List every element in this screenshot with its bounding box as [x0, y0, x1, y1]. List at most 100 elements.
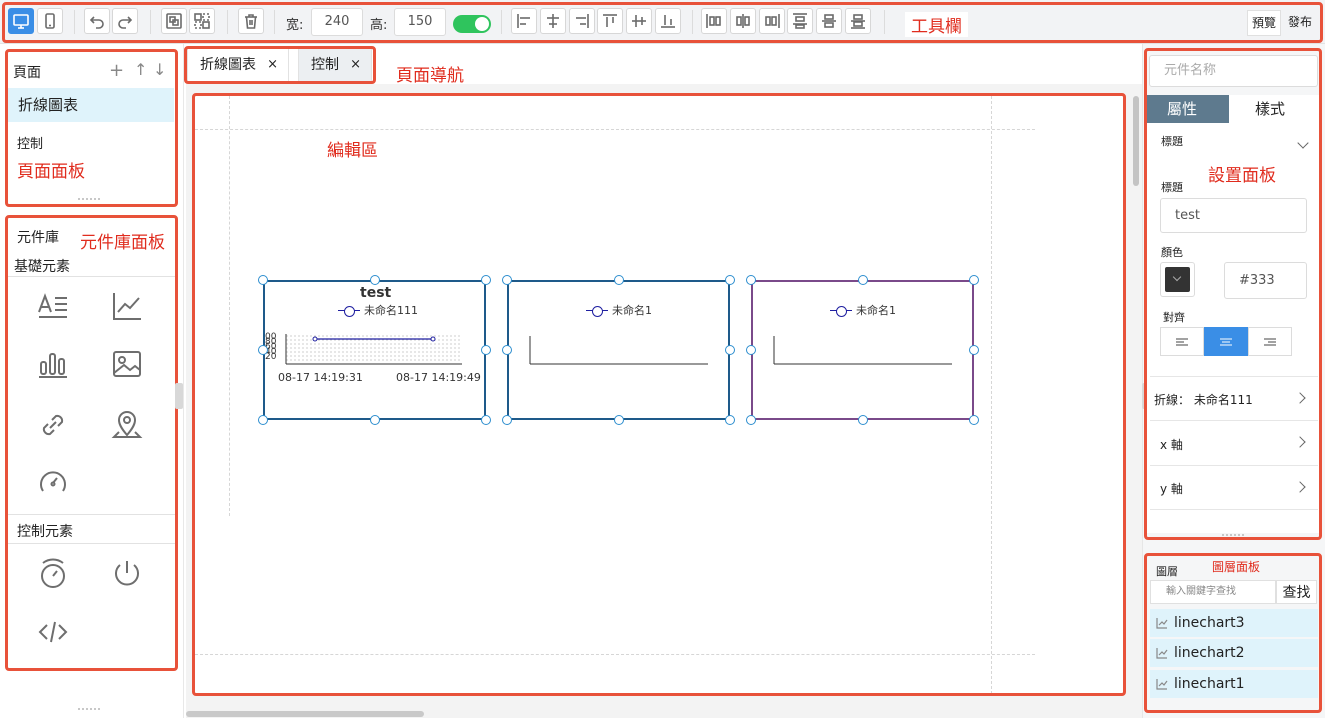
code-icon[interactable]: [35, 614, 71, 650]
distribute-middle-button[interactable]: [816, 8, 842, 34]
layer-label: linechart3: [1174, 615, 1245, 631]
tab-style[interactable]: 樣式: [1229, 95, 1319, 123]
redo-button[interactable]: [112, 8, 138, 34]
resize-grip[interactable]: [1222, 534, 1244, 538]
width-input[interactable]: 240: [311, 8, 363, 36]
resize-handle[interactable]: [481, 275, 491, 285]
resize-handle[interactable]: [502, 275, 512, 285]
distribute-right-button[interactable]: [759, 8, 785, 34]
layer-item[interactable]: linechart2: [1150, 639, 1318, 667]
align-top-button[interactable]: [597, 8, 623, 34]
close-icon[interactable]: ×: [350, 57, 361, 72]
align-middle-button[interactable]: [626, 8, 652, 34]
resize-handle[interactable]: [969, 275, 979, 285]
resize-grip[interactable]: [78, 198, 100, 202]
resize-handle[interactable]: [502, 415, 512, 425]
tab-properties[interactable]: 屬性: [1145, 95, 1229, 123]
horizontal-scrollbar[interactable]: [186, 711, 424, 717]
resize-handle[interactable]: [481, 345, 491, 355]
ungroup-button[interactable]: [189, 8, 215, 34]
map-pin-icon[interactable]: [109, 407, 145, 443]
preview-button[interactable]: 預覽: [1247, 10, 1282, 36]
align-right-button[interactable]: [569, 8, 595, 34]
resize-handle[interactable]: [258, 345, 268, 355]
gauge-icon[interactable]: [35, 465, 71, 501]
mobile-view-button[interactable]: [37, 8, 63, 34]
resize-handle[interactable]: [613, 275, 624, 285]
distribute-right-icon: [765, 14, 780, 28]
component-name-input[interactable]: 元件名称: [1149, 55, 1318, 87]
resize-handle[interactable]: [746, 415, 756, 425]
tab-line-chart[interactable]: 折線圖表 ×: [187, 48, 289, 82]
text-align-center-button[interactable]: [1204, 327, 1248, 356]
resize-handle[interactable]: [969, 415, 979, 425]
divider: [8, 514, 175, 515]
align-center-h-button[interactable]: [540, 8, 566, 34]
resize-grip[interactable]: [78, 708, 100, 712]
resize-handle[interactable]: [481, 415, 491, 425]
y-axis-row[interactable]: y 軸: [1160, 482, 1183, 496]
layer-search-input[interactable]: 輸入關鍵字查找: [1150, 580, 1276, 604]
height-input[interactable]: 150: [394, 8, 446, 36]
image-icon[interactable]: [109, 346, 145, 382]
move-up-icon[interactable]: ↑: [134, 60, 148, 79]
distribute-left-button[interactable]: [701, 8, 727, 34]
delete-button[interactable]: [238, 8, 264, 34]
publish-button[interactable]: 發布: [1288, 15, 1313, 29]
layer-item[interactable]: linechart3: [1150, 609, 1318, 637]
page-item[interactable]: 折線圖表: [8, 88, 174, 122]
text-align-left-button[interactable]: [1160, 327, 1204, 356]
desktop-view-button[interactable]: [8, 8, 34, 34]
y-tick-label: 40: [265, 347, 277, 357]
resize-handle[interactable]: [746, 275, 756, 285]
resize-handle[interactable]: [746, 345, 756, 355]
resize-handle[interactable]: [857, 415, 868, 425]
left-collapse-handle[interactable]: [175, 383, 183, 409]
color-swatch[interactable]: [1160, 262, 1195, 297]
resize-handle[interactable]: [725, 345, 735, 355]
distribute-top-button[interactable]: [787, 8, 813, 34]
resize-handle[interactable]: [369, 415, 380, 425]
align-left-button[interactable]: [511, 8, 537, 34]
link-icon[interactable]: [35, 407, 71, 443]
align-label: 對齊: [1163, 311, 1185, 324]
tab-control[interactable]: 控制 ×: [298, 48, 372, 82]
data-point: [430, 336, 436, 342]
resize-handle[interactable]: [725, 275, 735, 285]
resize-handle[interactable]: [969, 345, 979, 355]
distribute-center-button[interactable]: [730, 8, 756, 34]
vertical-scrollbar[interactable]: [1133, 96, 1139, 186]
color-hex-input[interactable]: #333: [1224, 262, 1307, 299]
resize-handle[interactable]: [857, 275, 868, 285]
align-bottom-button[interactable]: [655, 8, 681, 34]
resize-handle[interactable]: [258, 415, 268, 425]
line-series-row[interactable]: 折線： 未命名111: [1154, 393, 1253, 407]
nav-annotation: 頁面導航: [396, 66, 464, 86]
distribute-bottom-button[interactable]: [845, 8, 871, 34]
resize-handle[interactable]: [369, 275, 380, 285]
undo-button[interactable]: [84, 8, 110, 34]
resize-handle[interactable]: [502, 345, 512, 355]
line-chart-icon[interactable]: [109, 288, 145, 324]
group-button[interactable]: [161, 8, 187, 34]
y-tick-label: 60: [265, 342, 277, 352]
page-item[interactable]: 控制: [17, 137, 44, 152]
bar-chart-icon[interactable]: [35, 346, 71, 382]
add-page-icon[interactable]: +: [109, 60, 125, 81]
redo-icon: [118, 16, 133, 29]
power-icon[interactable]: [109, 556, 145, 592]
title-input[interactable]: test: [1160, 198, 1307, 233]
toolbar-divider: [227, 10, 228, 34]
resize-handle[interactable]: [258, 275, 268, 285]
close-icon[interactable]: ×: [267, 57, 278, 72]
layer-item[interactable]: linechart1: [1150, 670, 1318, 698]
resize-handle[interactable]: [613, 415, 624, 425]
move-down-icon[interactable]: ↓: [153, 60, 167, 79]
text-icon[interactable]: [35, 288, 71, 324]
text-align-right-button[interactable]: [1248, 327, 1292, 356]
timer-icon[interactable]: [35, 556, 71, 592]
x-axis-row[interactable]: x 軸: [1160, 438, 1183, 452]
lock-ratio-toggle[interactable]: [453, 15, 491, 33]
layer-search-button[interactable]: 查找: [1276, 580, 1317, 604]
resize-handle[interactable]: [725, 415, 735, 425]
